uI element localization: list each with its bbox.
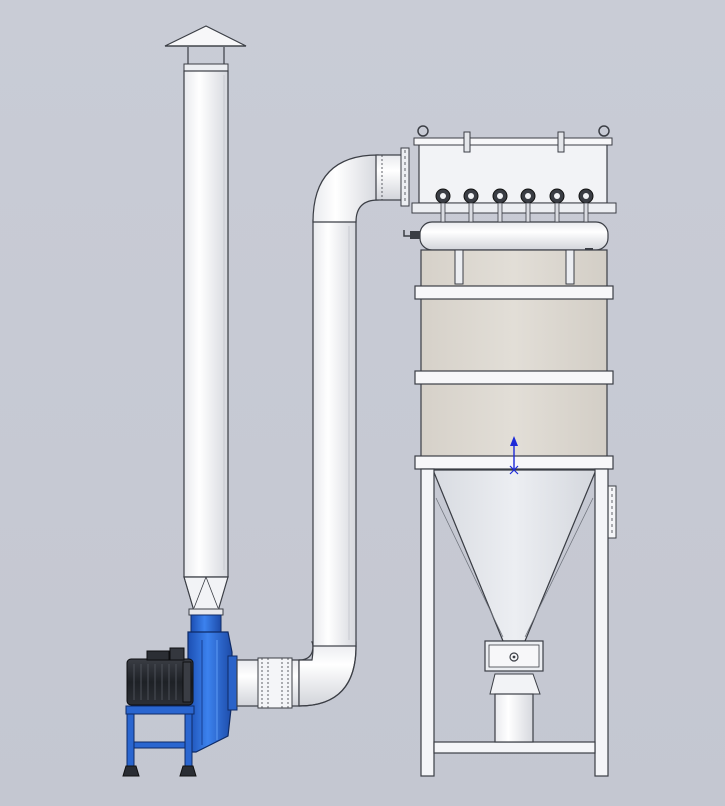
pulse-valve (492, 188, 508, 223)
clean-air-plenum (418, 142, 608, 204)
pulse-valve (578, 188, 594, 223)
support-leg (420, 468, 435, 777)
pulse-valve (435, 188, 451, 223)
filter-housing (420, 249, 608, 460)
hopper (432, 469, 597, 642)
stack-pipe (183, 70, 229, 578)
pulse-valve-manifold (403, 188, 609, 273)
axis-triad (509, 436, 519, 475)
fan-base-frame (125, 705, 195, 715)
support-leg (594, 468, 609, 777)
pulse-valve (463, 188, 479, 223)
stiffener-band (414, 370, 614, 385)
pulse-valve (520, 188, 536, 223)
pulse-valve (549, 188, 565, 223)
stiffener-band (414, 285, 614, 300)
stack-reducer (183, 576, 229, 612)
electric-motor (126, 647, 194, 706)
baghouse-filter (403, 125, 617, 777)
rain-cap (164, 25, 247, 47)
flex-connector (257, 657, 293, 709)
centrifugal-fan (122, 614, 238, 777)
rotary-valve (484, 640, 544, 743)
exhaust-stack (164, 25, 247, 616)
duct-elbow (236, 147, 410, 709)
